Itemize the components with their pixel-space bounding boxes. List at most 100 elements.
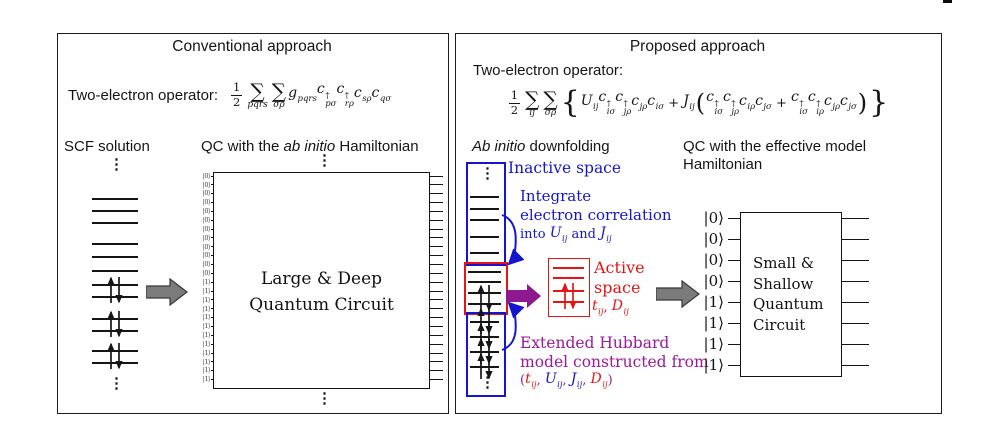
math-token: ∑σρ <box>543 86 558 118</box>
inactive-space-box-bottom <box>466 312 506 397</box>
vertical-dots: ⋮ <box>109 374 124 392</box>
math-token: gpqrs <box>288 85 317 105</box>
ket-label: |1⟩ <box>202 366 211 375</box>
math-token: c†iσ <box>598 88 616 117</box>
math-token: ) <box>857 89 868 117</box>
math-token: c†iσ <box>791 88 808 117</box>
label-line: Shallow <box>753 274 814 293</box>
label-line: Large & Deep <box>260 269 383 289</box>
ket-label: |0⟩ <box>202 269 211 278</box>
ket-label: |1⟩ <box>202 277 211 286</box>
ket-label: |1⟩ <box>202 322 211 331</box>
ket-label: |1⟩ <box>202 286 211 295</box>
math-token: Uij <box>544 371 563 390</box>
label-part: ab initio <box>283 138 336 155</box>
math-token: c†iρ <box>807 88 824 117</box>
math-token: Uij <box>580 93 599 113</box>
ket-label: |0⟩ <box>202 260 211 269</box>
scf-solution-label: SCF solution <box>64 138 150 155</box>
downfolding-label: Ab initio downfolding <box>472 138 610 155</box>
ket-label: |0⟩ <box>202 233 211 242</box>
active-space-mini-box <box>548 258 590 317</box>
hubbard-label-line2: model constructed from <box>520 353 709 371</box>
integrate-label-line3: into Uij and Jij <box>520 226 612 244</box>
ket-label: |0⟩ <box>202 189 211 198</box>
vertical-dots: ⋮ <box>480 164 495 182</box>
math-token: c†iσ <box>706 88 724 117</box>
math-token: ∑pqrs <box>247 78 268 110</box>
math-token: Dij <box>611 298 629 317</box>
math-token: , <box>536 373 545 389</box>
math-token: , <box>603 300 612 316</box>
hubbard-params: (tij, Uij, Jij, Dij) <box>520 372 613 390</box>
hubbard-label-line1: Extended Hubbard <box>520 334 670 352</box>
math-token: , <box>582 373 591 389</box>
inactive-space-label: Inactive space <box>508 159 622 177</box>
ket-label: |0⟩ <box>703 208 724 227</box>
math-token: cjρ <box>823 93 840 113</box>
integrate-label-line2: electron correlation <box>520 206 672 224</box>
ket-label: |1⟩ <box>202 348 211 357</box>
math-token: Jij <box>570 371 583 390</box>
active-space-label-line2: space <box>594 278 641 297</box>
math-token: into <box>520 227 550 243</box>
math-token: ciρ <box>739 93 756 113</box>
ket-label: |1⟩ <box>703 313 724 332</box>
label-line: Small & <box>753 254 815 272</box>
math-token: cjσ <box>755 93 772 113</box>
label-part: QC with the <box>201 138 284 155</box>
ket-label: |0⟩ <box>202 216 211 224</box>
math-token: + <box>771 95 792 111</box>
math-token: tij <box>592 298 604 317</box>
ket-label: |0⟩ <box>703 229 724 248</box>
ket-label: |0⟩ <box>202 207 211 216</box>
label-line: Circuit <box>753 315 806 334</box>
math-token: Jij <box>683 93 695 113</box>
ket-label: |0⟩ <box>703 250 724 269</box>
conventional-title: Conventional approach <box>172 38 332 55</box>
math-token: Dij <box>590 371 608 390</box>
ket-label: |1⟩ <box>202 375 211 384</box>
ket-label: |1⟩ <box>202 331 211 340</box>
label-part: Hamiltonian <box>335 138 419 155</box>
math-token: { <box>560 85 580 120</box>
math-token: } <box>869 85 889 120</box>
math-token: Jij <box>600 225 612 244</box>
label-part: Ab initio <box>472 138 526 155</box>
ab-initio-qc-label: QC with the ab initio Hamiltonian <box>201 138 419 155</box>
active-space-box <box>464 262 508 315</box>
math-token: ∑ij <box>525 86 540 118</box>
proposed-title: Proposed approach <box>629 38 766 55</box>
math-token: and <box>567 227 601 243</box>
stray-mark <box>943 0 952 3</box>
ket-label: |0⟩ <box>202 198 211 207</box>
math-token: c†pσ <box>316 80 337 109</box>
conventional-panel-border <box>57 33 449 414</box>
effective-qc-label-line2: Hamiltonian <box>683 156 763 173</box>
ket-label: |0⟩ <box>202 224 211 233</box>
vertical-dots: ⋮ <box>317 389 332 407</box>
gray-arrow-icon <box>146 277 188 307</box>
ket-label: |1⟩ <box>202 357 211 366</box>
math-token: tij <box>525 371 537 390</box>
math-token: c†rρ <box>336 80 354 109</box>
ket-label: |1⟩ <box>202 339 211 348</box>
math-token: csρ <box>353 85 372 105</box>
effective-qc-label-line1: QC with the effective model <box>683 138 867 155</box>
ket-label: |0⟩ <box>703 271 724 290</box>
gray-arrow-icon <box>656 279 700 309</box>
two-electron-label-right: Two-electron operator: <box>473 62 624 79</box>
math-token: ciσ <box>647 93 665 113</box>
large-quantum-circuit: |0⟩|0⟩|0⟩|0⟩|0⟩|0⟩|0⟩|0⟩|0⟩|0⟩|0⟩|0⟩|1⟩|… <box>195 168 443 391</box>
math-token: ) <box>607 373 613 389</box>
ket-label: |1⟩ <box>703 334 724 353</box>
ket-label: |0⟩ <box>202 251 211 260</box>
ket-label: |0⟩ <box>202 171 211 180</box>
active-space-params: tij, Dij <box>592 299 629 317</box>
